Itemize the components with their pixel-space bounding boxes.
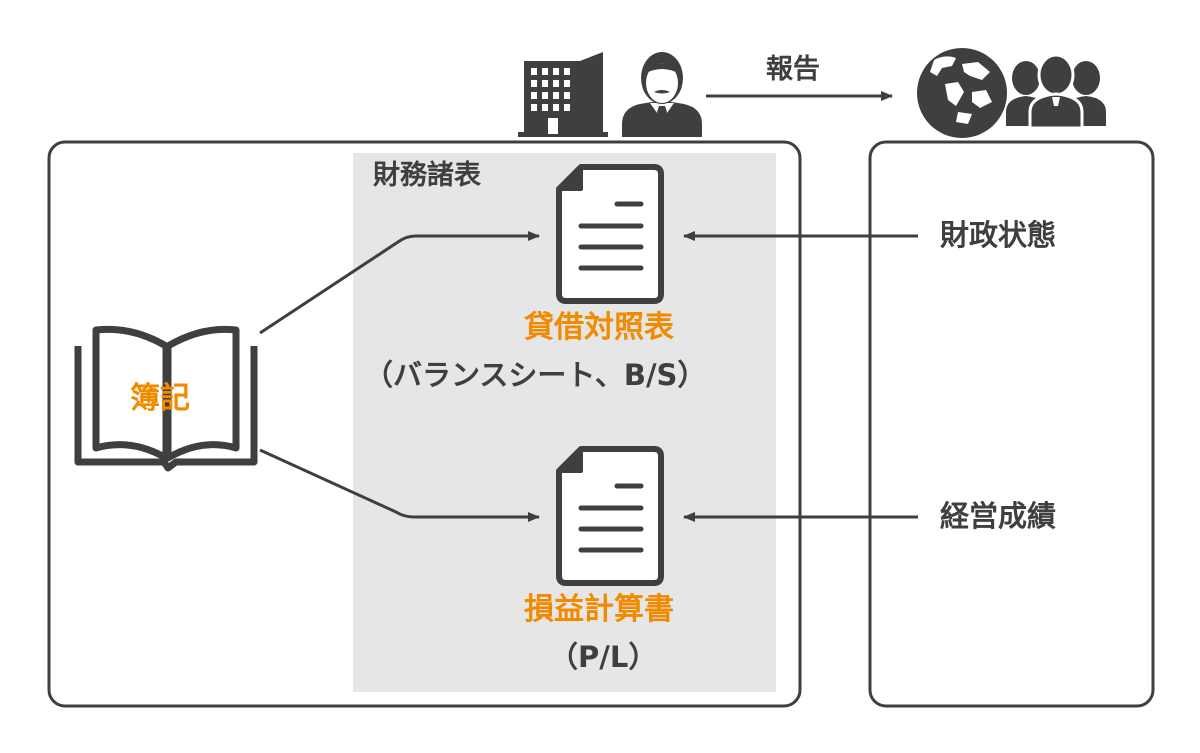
stakeholder-frame xyxy=(868,140,1155,708)
financial-position-label: 財政状態 xyxy=(940,218,1057,252)
bookkeeping-label: 簿記 xyxy=(130,381,190,416)
book-to-income-statement-connector xyxy=(259,448,540,522)
income-statement-subtitle: （P/L） xyxy=(549,640,658,674)
businessman-icon xyxy=(622,52,702,137)
balance-sheet-name: 貸借対照表 xyxy=(524,310,674,345)
income-statement-name: 損益計算書 xyxy=(524,592,674,627)
income-statement-document-icon xyxy=(556,446,664,586)
balance-sheet-subtitle: （バランスシート、B/S） xyxy=(364,358,707,392)
financial-statements-title: 財務諸表 xyxy=(373,160,481,191)
operating-results-label: 経営成績 xyxy=(940,499,1057,533)
company-frame xyxy=(47,140,802,708)
people-group-icon xyxy=(1006,53,1106,130)
open-book-icon xyxy=(74,325,258,472)
balance-sheet-document-icon xyxy=(556,164,664,304)
book-to-balance-sheet-connector xyxy=(259,231,540,335)
report-label: 報告 xyxy=(766,54,820,85)
office-building-icon xyxy=(518,52,608,137)
globe-icon xyxy=(917,48,1007,138)
